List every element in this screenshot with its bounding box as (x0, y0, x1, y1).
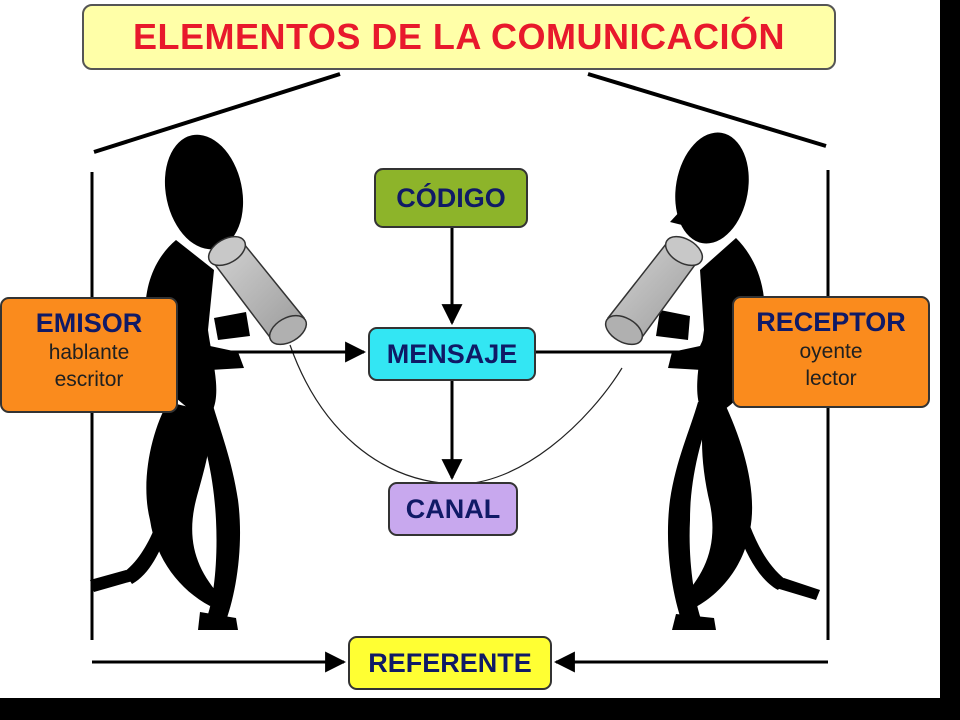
receptor-can (604, 235, 704, 346)
roof-line-right (587, 72, 827, 148)
receptor-box: RECEPTOR oyente lector (732, 296, 930, 408)
page-title: ELEMENTOS DE LA COMUNICACIÓN (82, 4, 836, 70)
receptor-line-1: oyente (799, 340, 863, 363)
diagram-art (90, 72, 830, 673)
emisor-label: EMISOR (35, 308, 143, 338)
emisor-box: EMISOR hablante escritor (0, 297, 178, 413)
canal-box: CANAL (388, 482, 518, 536)
roof-line-left (93, 72, 341, 154)
codigo-box: CÓDIGO (374, 168, 528, 228)
emisor-figure (90, 134, 250, 630)
emisor-can (207, 235, 308, 346)
receptor-label: RECEPTOR (756, 307, 906, 337)
emisor-line-1: hablante (48, 341, 130, 364)
referente-box: REFERENTE (348, 636, 552, 690)
mensaje-box: MENSAJE (368, 327, 536, 381)
diagram-canvas: ELEMENTOS DE LA COMUNICACIÓN CÓDIGO MENS… (0, 0, 940, 698)
emisor-line-2: escritor (54, 368, 124, 391)
receptor-line-2: lector (805, 367, 857, 390)
